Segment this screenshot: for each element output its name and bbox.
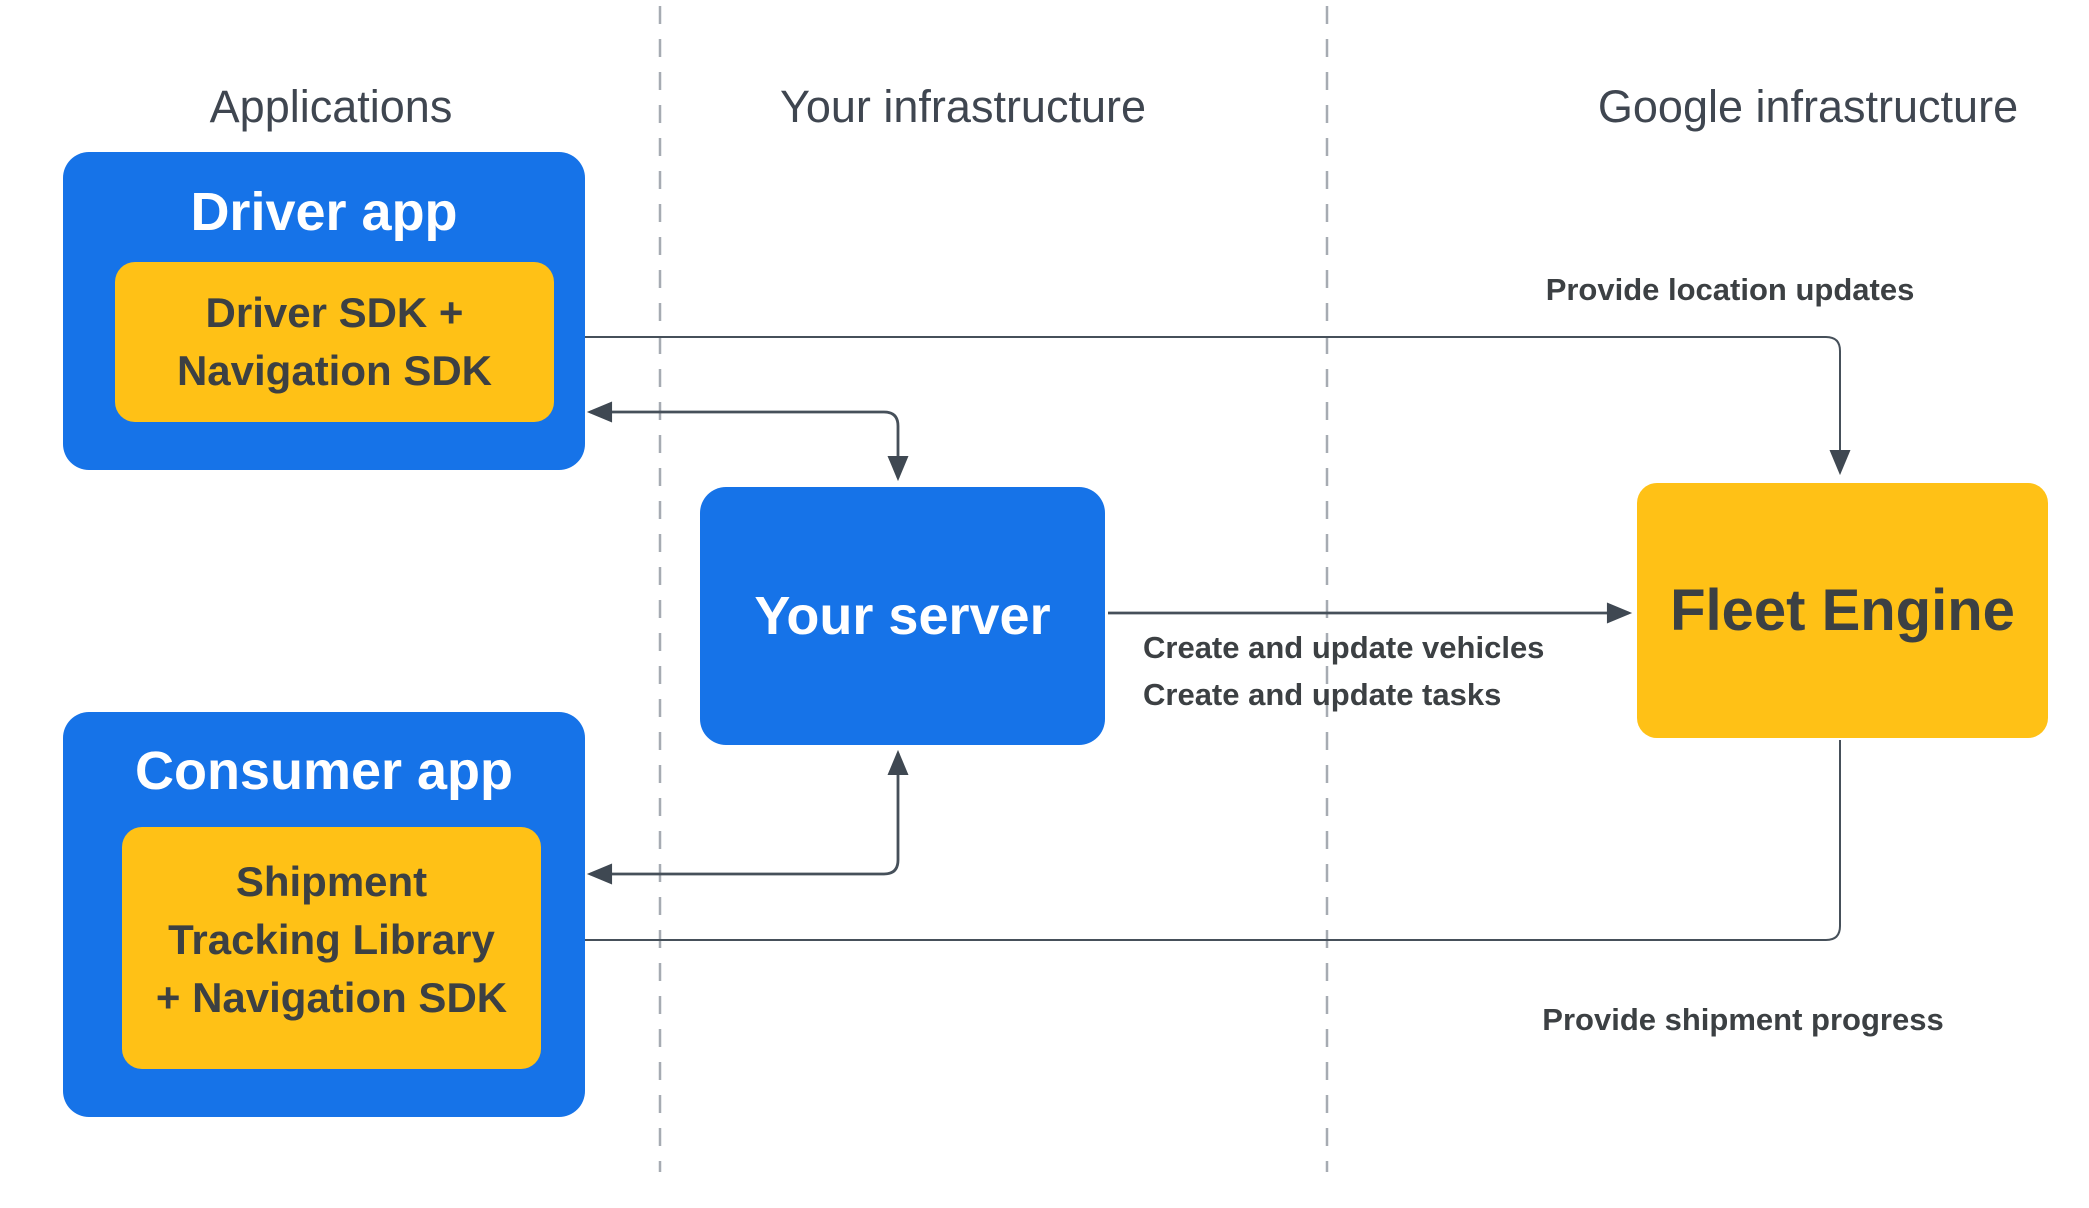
lane-header-google-infrastructure: Google infrastructure (1597, 81, 2019, 132)
shipment-tracking-library-line: + Navigation SDK (155, 974, 508, 1021)
your-server-title: Your server (754, 586, 1051, 646)
label-create-update-vehicles: Create and update vehicles (1143, 630, 1545, 665)
label-provide-location-updates: Provide location updates (1545, 272, 1915, 307)
label-create-update-tasks: Create and update tasks (1143, 677, 1502, 712)
shipment-tracking-library-line: Tracking Library (168, 916, 495, 963)
shipment-tracking-library-node: Shipment Tracking Library + Navigation S… (122, 827, 541, 1069)
label-provide-shipment-progress: Provide shipment progress (1542, 1002, 1944, 1037)
driver-sdk-node: Driver SDK + Navigation SDK (115, 262, 554, 422)
consumer-app-title: Consumer app (134, 741, 514, 801)
edge-provide-shipment-progress (542, 740, 1841, 951)
lane-header-your-infrastructure: Your infrastructure (779, 81, 1147, 132)
fleet-engine-node: Fleet Engine (1637, 483, 2048, 738)
edge-provide-location-updates (554, 326, 1851, 476)
fleet-engine-title: Fleet Engine (1670, 578, 2015, 643)
edge-consumer-app-your-server (586, 749, 909, 885)
edge-driver-app-your-server (586, 401, 909, 482)
shipment-tracking-library-label: Shipment Tracking Library + Navigation S… (122, 827, 541, 1053)
shipment-tracking-library-line: Shipment (235, 858, 428, 905)
driver-sdk-label: Driver SDK + Navigation SDK (115, 262, 554, 422)
driver-sdk-line: Driver SDK + (205, 289, 464, 336)
driver-app-title: Driver app (190, 182, 458, 242)
lane-header-applications: Applications (209, 81, 453, 132)
driver-sdk-line: Navigation SDK (176, 347, 493, 394)
label-create-update: Create and update vehicles Create and up… (1143, 624, 1544, 718)
your-server-node: Your server (700, 487, 1105, 745)
